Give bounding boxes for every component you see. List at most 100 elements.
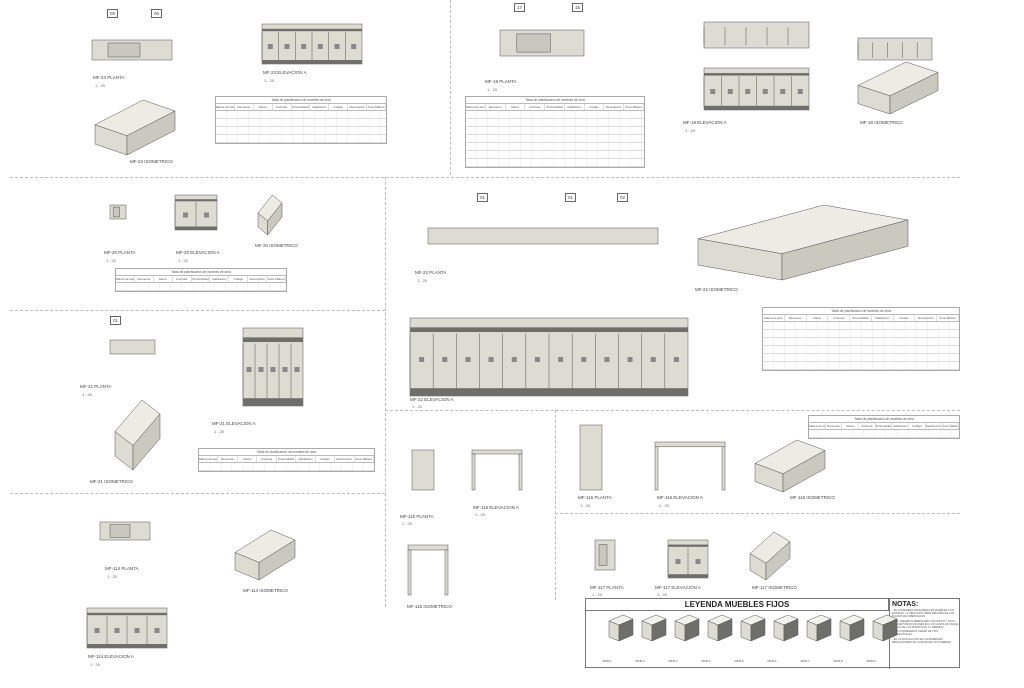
view-title: MF-19 ELEVACION A (683, 120, 727, 125)
column-header: Código (229, 276, 249, 282)
table-row (763, 338, 959, 346)
column-header: Habitación (310, 104, 330, 110)
table-row (466, 151, 644, 159)
view-title: MF-116 ISOMETRICO (790, 495, 835, 500)
column-header: Marca de tipo (216, 104, 235, 110)
view-scale: 1 : 20 (487, 87, 498, 92)
note-item: - SE CONSIDERA PANICABLES EN MUEBLES CON… (892, 609, 955, 619)
view-title: MF-117 ISOMETRICO (752, 585, 797, 590)
table-row (116, 283, 286, 291)
legend-item-label: MFB-9 (866, 659, 876, 663)
note-item: - LAS CORREDERAS SERÁN DE TIPO TELESCÓPI… (892, 630, 939, 637)
table-title: Tabla de planificación de muebles de obr… (466, 97, 644, 104)
grid-marker: 06 (151, 9, 163, 18)
drawing-elevation (174, 194, 218, 231)
drawing-isometric (857, 37, 933, 61)
drawing-elevation (261, 23, 363, 65)
column-header: Recuento (785, 315, 807, 321)
column-header: Marca de tipo (466, 104, 486, 110)
view-title: MF-23 ELEVACION A (263, 70, 307, 75)
drawing-isometric (257, 194, 283, 236)
cabinet-icon (872, 614, 898, 642)
column-header: Recuento (826, 423, 843, 429)
column-header: Marca de tipo (763, 315, 785, 321)
note-item: - EN LA INSTALACIÓN SE CONSIDERARÁ REGUL… (892, 637, 952, 644)
cabinet-icon (839, 614, 865, 642)
view-title: MF-117 ELEVACION A (655, 585, 701, 590)
view-title: MF-23 ISOMETRICO (130, 159, 173, 164)
legend-item-label: MFB-6 (767, 659, 777, 663)
view-title: MF-115 PLANTA (400, 514, 434, 519)
column-header: Profundidad (850, 315, 872, 321)
drawing-plan (99, 521, 151, 541)
view-scale: 1 : 20 (90, 662, 101, 667)
view-title: MF-22 PLANTA (415, 270, 447, 275)
column-header: Recuento (135, 276, 154, 282)
column-header: Descripción (915, 315, 938, 321)
schedule-table: Tabla de planificación de muebles de obr… (808, 415, 960, 439)
column-header: Anchura (173, 276, 192, 282)
column-header: Código (329, 104, 349, 110)
view-scale: 1 : 20 (402, 521, 413, 526)
drawing-elevation (703, 67, 810, 111)
column-header: Descripción (248, 276, 268, 282)
legend-item: MFB-2 (625, 613, 667, 667)
view-title: MF-116 PLANTA (578, 495, 612, 500)
column-header: Área Tablero (355, 456, 374, 462)
column-header: Altura (807, 315, 829, 321)
column-header: Anchura (525, 104, 546, 110)
drawing-isometric (94, 99, 176, 156)
table-title: Tabla de planificación de muebles de obr… (216, 97, 386, 104)
table-row (466, 159, 644, 167)
table-row (216, 111, 386, 119)
drawing-plan (427, 227, 659, 245)
column-header: Altura (254, 104, 273, 110)
column-header: Habitación (872, 315, 894, 321)
sheet-divider (385, 410, 960, 411)
column-header: Descripción (604, 104, 625, 110)
legend-item-label: MFB-8 (833, 659, 843, 663)
column-header: Anchura (828, 315, 851, 321)
view-title: MF-114 PLANTA (105, 566, 139, 571)
drawing-plan (411, 449, 435, 491)
notes-panel: NOTAS: - SE CONSIDERA PANICABLES EN MUEB… (889, 599, 961, 669)
view-title: MF-19 PLANTA (485, 79, 517, 84)
drawing-elevation (471, 449, 523, 491)
column-header: Habitación (210, 276, 230, 282)
column-header: Recuento (218, 456, 238, 462)
legend-item: MFB-4 (691, 613, 733, 667)
legend-item: MFB-9 (856, 613, 898, 667)
view-title: MF-19 ISOMETRICO (860, 120, 903, 125)
column-header: Marca de tipo (809, 423, 826, 429)
drawing-elevation (242, 327, 304, 407)
table-row (216, 135, 386, 143)
column-header: Habitación (296, 456, 316, 462)
sheet-divider (385, 177, 386, 607)
column-header: Marca de tipo (116, 276, 135, 282)
drawing-isometric (114, 399, 161, 471)
table-row (216, 127, 386, 135)
view-scale: 1 : 20 (264, 78, 275, 83)
drawing-elevation (703, 21, 810, 49)
view-scale: 1 : 20 (107, 574, 118, 579)
legend-item: MFB-5 (724, 613, 766, 667)
view-scale: 1 : 20 (178, 258, 189, 263)
table-row (466, 127, 644, 135)
legend-item: MFB-8 (823, 613, 865, 667)
legend-panel: LEYENDA MUEBLES FIJOS NOTAS: - SE CONSID… (585, 598, 961, 669)
column-header: Área Tablero (942, 423, 960, 429)
grid-marker: 02 (617, 193, 629, 202)
table-title: Tabla de planificación de muebles de obr… (199, 449, 374, 456)
table-row (466, 111, 644, 119)
legend-item-label: MFB-5 (734, 659, 744, 663)
column-header: Descripción (335, 456, 355, 462)
sheet-divider (450, 0, 451, 175)
grid-marker: 01 (477, 193, 489, 202)
table-row (763, 330, 959, 338)
view-scale: 1 : 20 (580, 503, 591, 508)
column-header: Profundidad (277, 456, 297, 462)
